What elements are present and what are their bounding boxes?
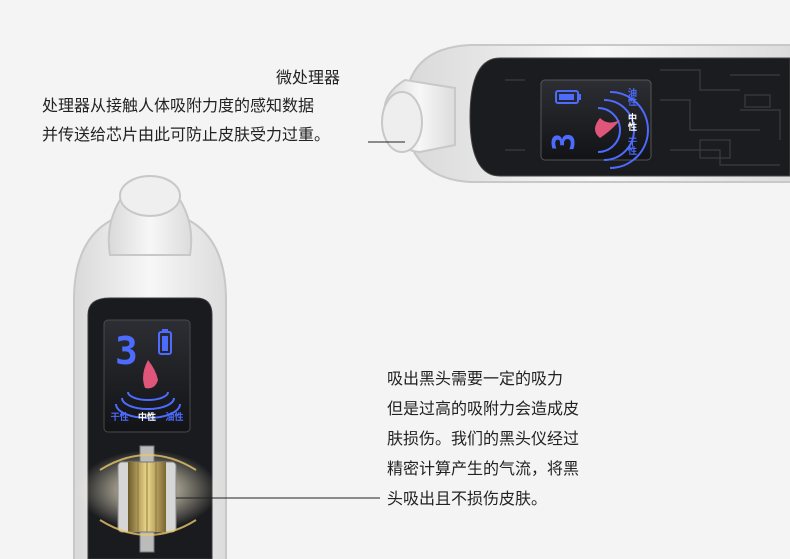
bottom-mode-labels: 干性 中性 油性 [106,410,188,424]
bottom-display-digit: 3 [115,329,138,373]
mode-label-dry: 干性 [626,137,636,155]
droplet-icon [143,360,158,389]
airflow-rings-icon [115,391,181,419]
annotation-bottom: 吸出黑头需要一定的吸力 但是过高的吸附力会造成皮 肤损伤。我们的黑头仪经过 精密… [387,364,579,514]
top-mode-labels: 油性 中性 干性 [625,82,641,158]
airflow-rings-icon [597,91,649,169]
mode-label-normal: 中性 [137,413,156,423]
annotation-bottom-line-5: 头吸出且不损伤皮肤。 [387,489,548,508]
mode-label-oily: 油性 [626,88,636,106]
annotation-top-line-1: 处理器从接触人体吸附力度的感知数据 [42,96,315,115]
airflow-pump [99,445,197,553]
annotation-top-line-2: 并传送给芯片由此可防止皮肤受力过重。 [42,125,331,144]
mode-label-normal: 中性 [626,113,636,131]
device-top [381,44,790,183]
annotation-bottom-line-2: 但是过高的吸附力会造成皮 [387,399,580,418]
mode-label-oily: 油性 [165,413,184,423]
annotation-top-title: 微处理器 [276,68,341,87]
droplet-icon [595,118,620,138]
top-display-digit: 3 [547,133,582,151]
annotation-bottom-line-4: 精密计算产生的气流，将黑 [387,459,580,478]
annotation-bottom-line-1: 吸出黑头需要一定的吸力 [387,369,564,388]
annotation-bottom-line-3: 肤损伤。我们的黑头仪经过 [387,429,580,448]
circuit-pattern-top [505,69,781,166]
device-bottom [73,175,227,559]
mode-label-dry: 干性 [110,413,129,423]
